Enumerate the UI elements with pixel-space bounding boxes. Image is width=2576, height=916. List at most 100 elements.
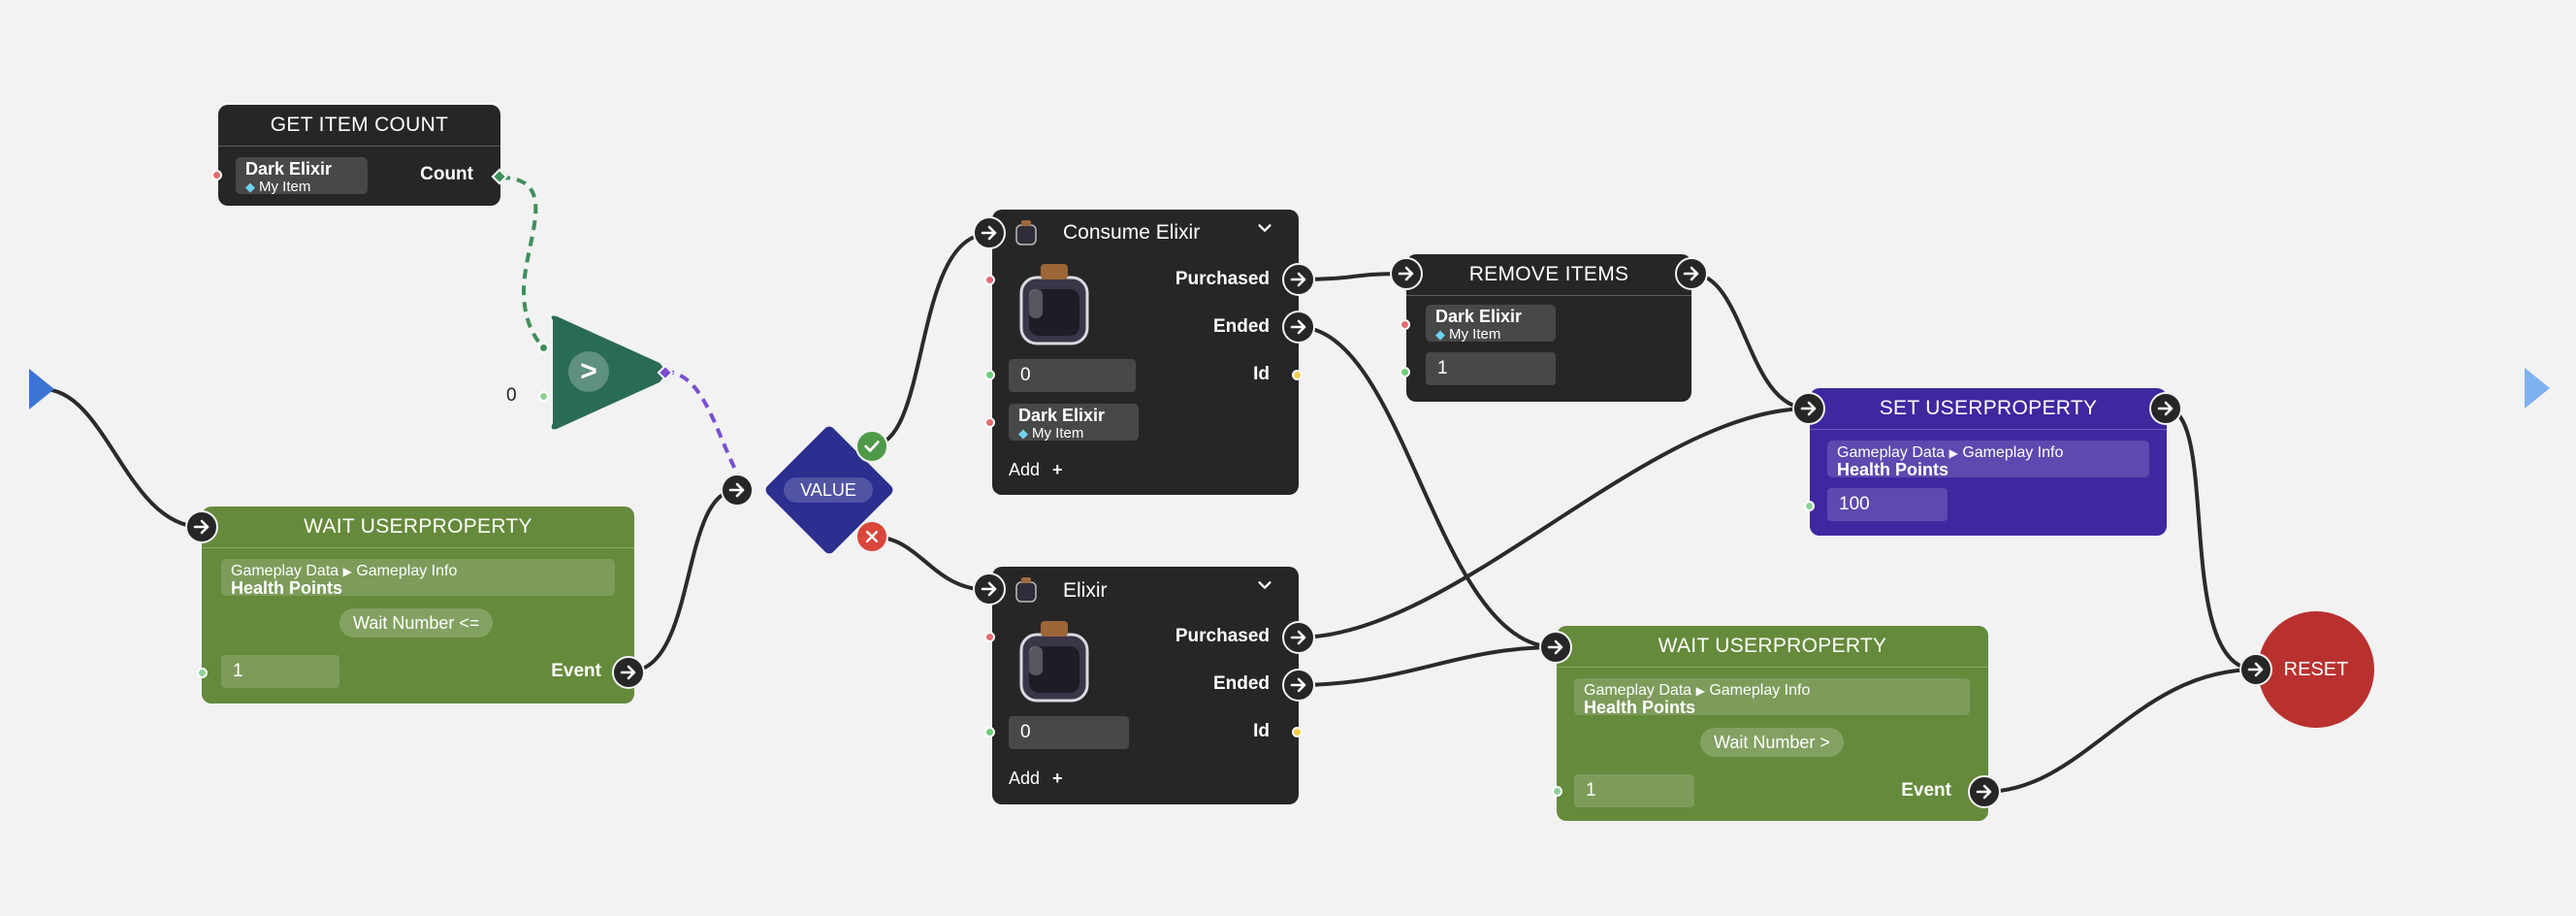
property-path-selector[interactable]: Gameplay Data ▶ Gameplay Info Health Poi…	[221, 559, 615, 597]
remove-item-port[interactable]	[1400, 319, 1410, 330]
item-input-port[interactable]	[211, 170, 222, 180]
value-input[interactable]: 0	[1009, 716, 1129, 749]
plus-icon: +	[1052, 460, 1063, 479]
quantity-input[interactable]: 1	[1426, 352, 1556, 385]
arrow-right-icon	[1976, 784, 1992, 800]
compare-node[interactable]: >	[545, 312, 671, 433]
arrow-right-icon	[981, 581, 997, 597]
ended-label: Ended	[1212, 673, 1270, 694]
dark-elixir-image	[1015, 260, 1093, 347]
reset-node[interactable]: RESET	[2258, 611, 2374, 728]
set-value-port[interactable]	[1804, 501, 1815, 511]
property-path-selector[interactable]: Gameplay Data ▶ Gameplay Info Health Poi…	[1827, 441, 2149, 478]
gem-icon: ◆	[1435, 327, 1445, 342]
chevron-down-icon[interactable]	[1256, 219, 1273, 243]
plus-icon: +	[1052, 769, 1063, 788]
elixir-trigger-port[interactable]	[984, 632, 995, 642]
ended-label: Ended	[1212, 316, 1270, 337]
purchased-label: Purchased	[1175, 269, 1270, 289]
value-input[interactable]: 100	[1827, 488, 1948, 521]
purchased-label: Purchased	[1175, 626, 1270, 646]
compare-input-value[interactable]: 0	[506, 385, 517, 406]
wait2-event-output-port[interactable]	[1968, 775, 2001, 808]
item-selector[interactable]: Dark Elixir ◆My Item	[1009, 404, 1139, 442]
consume-elixir-node[interactable]: Consume Elixir Purchased Ended 0 Id Dark…	[992, 210, 1299, 495]
node-title: GET ITEM COUNT	[218, 105, 500, 147]
set-userproperty-node[interactable]: SET USERPROPERTY Gameplay Data ▶ Gamepla…	[1810, 388, 2167, 536]
true-branch-port[interactable]	[855, 430, 888, 463]
check-icon	[864, 441, 880, 452]
start-flag-icon[interactable]	[29, 369, 54, 409]
property-path-selector[interactable]: Gameplay Data ▶ Gameplay Info Health Poi…	[1574, 678, 1970, 716]
dark-elixir-image	[1015, 617, 1093, 704]
compare-operator-badge: >	[568, 351, 609, 392]
arrow-right-icon	[1290, 677, 1306, 693]
compare-input-b-port[interactable]	[538, 391, 549, 402]
consume-value-port[interactable]	[984, 370, 995, 380]
wait-userproperty-node[interactable]: WAIT USERPROPERTY Gameplay Data ▶ Gamepl…	[202, 507, 634, 703]
condition-selector[interactable]: Wait Number <=	[339, 608, 494, 638]
set-output-port[interactable]	[2149, 392, 2182, 425]
close-icon	[866, 531, 878, 542]
elixir-thumbnail-icon	[1012, 217, 1041, 246]
node-title: Consume Elixir	[1063, 221, 1201, 244]
event-output-label: Event	[551, 661, 601, 681]
node-title: SET USERPROPERTY	[1810, 388, 2167, 430]
compare-shape	[551, 315, 664, 430]
elixir-value-port[interactable]	[984, 727, 995, 737]
consume-purchased-port[interactable]	[1282, 263, 1315, 296]
arrow-right-icon	[1683, 266, 1699, 281]
wait-value-port[interactable]	[197, 668, 208, 678]
add-button[interactable]: Add +	[1009, 460, 1063, 479]
consume-ended-port[interactable]	[1282, 311, 1315, 344]
arrow-right-icon	[1290, 630, 1306, 645]
value-input[interactable]: 1	[221, 655, 339, 688]
elixir-thumbnail-icon	[1012, 574, 1041, 604]
consume-trigger-port[interactable]	[984, 275, 995, 285]
value-label: VALUE	[784, 477, 873, 503]
elixir-id-port[interactable]	[1292, 727, 1303, 737]
value-input[interactable]: 1	[1574, 774, 1694, 807]
elixir-ended-port[interactable]	[1282, 669, 1315, 702]
add-button[interactable]: Add +	[1009, 769, 1063, 788]
set-input-port[interactable]	[1792, 392, 1825, 425]
consume-id-port[interactable]	[1292, 370, 1303, 380]
consume-item-port[interactable]	[984, 417, 995, 428]
caret-right-icon: ▶	[342, 565, 352, 578]
compare-input-a-port[interactable]	[538, 343, 549, 353]
elixir-node[interactable]: Elixir Purchased Ended 0 Id Add +	[992, 567, 1299, 804]
wait-userproperty-node-2[interactable]: WAIT USERPROPERTY Gameplay Data ▶ Gamepl…	[1557, 626, 1988, 821]
remove-output-port[interactable]	[1675, 257, 1708, 290]
end-flag-icon[interactable]	[2525, 368, 2550, 409]
value-input[interactable]: 0	[1009, 359, 1136, 392]
node-title: REMOVE ITEMS	[1406, 254, 1691, 296]
consume-input-port[interactable]	[973, 216, 1006, 249]
remove-input-port[interactable]	[1390, 257, 1423, 290]
arrow-right-icon	[620, 665, 636, 680]
arrow-right-icon	[2157, 401, 2174, 416]
arrow-right-icon	[1800, 401, 1817, 416]
arrow-right-icon	[1290, 319, 1306, 335]
wait-event-output-port[interactable]	[612, 656, 645, 689]
item-selector[interactable]: Dark Elixir ◆My Item	[1426, 305, 1556, 343]
reset-input-port[interactable]	[2239, 653, 2272, 686]
remove-quantity-port[interactable]	[1400, 367, 1410, 377]
item-selector[interactable]: Dark Elixir ◆My Item	[236, 157, 368, 195]
elixir-purchased-port[interactable]	[1282, 621, 1315, 654]
arrow-right-icon	[2247, 662, 2264, 677]
arrow-right-icon	[1547, 639, 1563, 655]
arrow-right-icon	[728, 482, 745, 498]
wait-input-port[interactable]	[185, 510, 218, 543]
node-title: WAIT USERPROPERTY	[202, 507, 634, 548]
wait2-value-port[interactable]	[1552, 786, 1562, 797]
condition-selector[interactable]: Wait Number >	[1700, 728, 1844, 757]
wait2-input-port[interactable]	[1539, 631, 1572, 664]
chevron-down-icon[interactable]	[1256, 576, 1273, 599]
remove-items-node[interactable]: REMOVE ITEMS Dark Elixir ◆My Item 1	[1406, 254, 1691, 402]
get-item-count-node[interactable]: GET ITEM COUNT Dark Elixir ◆My Item Coun…	[218, 105, 500, 206]
value-branch-node[interactable]: VALUE	[763, 424, 895, 556]
false-branch-port[interactable]	[855, 520, 888, 553]
arrow-right-icon	[193, 519, 209, 535]
elixir-input-port[interactable]	[973, 572, 1006, 605]
value-input-port[interactable]	[721, 474, 754, 507]
